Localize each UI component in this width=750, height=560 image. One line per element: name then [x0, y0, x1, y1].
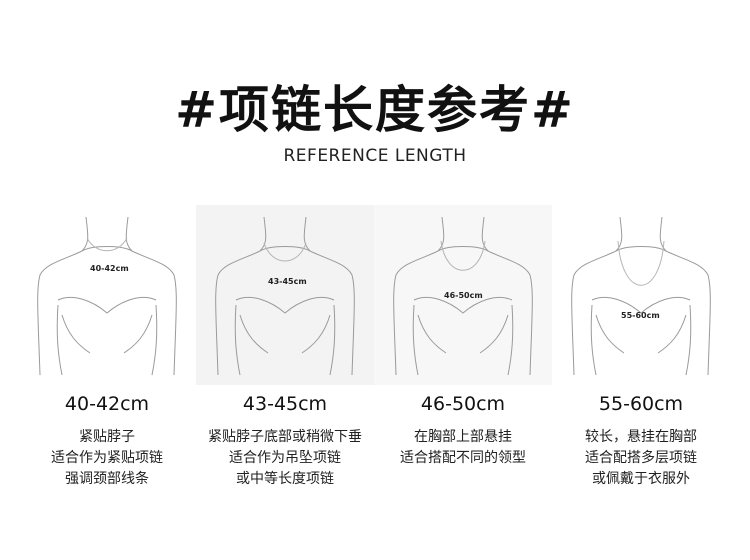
- description-line: 或中等长度项链: [236, 471, 334, 487]
- size-description: 在胸部上部悬挂 适合搭配不同的领型: [366, 427, 560, 469]
- size-heading: 43-45cm: [242, 393, 328, 415]
- length-option-40-42: 40-42cm 40-42cm 紧贴脖子 适合作为紧贴项链 强调颈部线条: [18, 205, 196, 545]
- description-line: 适合作为吊坠项链: [229, 450, 341, 466]
- size-heading: 46-50cm: [420, 393, 506, 415]
- length-label: 43-45cm: [268, 277, 307, 286]
- length-label: 46-50cm: [444, 291, 483, 300]
- description-line: 或佩戴于衣服外: [592, 471, 690, 487]
- torso-outline-icon: [571, 216, 711, 376]
- torso-illustration: 40-42cm: [18, 205, 196, 385]
- length-option-46-50: 46-50cm 46-50cm 在胸部上部悬挂 适合搭配不同的领型: [374, 205, 552, 545]
- torso-outline-icon: [215, 216, 355, 376]
- torso-outline-icon: [374, 205, 552, 385]
- description-line: 强调颈部线条: [65, 471, 149, 487]
- length-label: 55-60cm: [621, 311, 660, 320]
- page-subtitle: REFERENCE LENGTH: [283, 146, 467, 166]
- description-line: 适合作为紧贴项链: [51, 450, 163, 466]
- size-heading: 55-60cm: [598, 393, 684, 415]
- torso-illustration: 46-50cm: [374, 205, 552, 385]
- length-label: 40-42cm: [90, 264, 129, 273]
- length-option-55-60: 55-60cm 55-60cm 较长，悬挂在胸部 适合配搭多层项链 或佩戴于衣服…: [552, 205, 730, 545]
- description-line: 紧贴脖子: [79, 429, 135, 445]
- description-line: 较长，悬挂在胸部: [585, 429, 697, 445]
- torso-illustration: 55-60cm: [552, 205, 730, 385]
- description-line: 适合搭配不同的领型: [400, 450, 526, 466]
- torso-illustration: 43-45cm: [196, 205, 374, 385]
- description-line: 紧贴脖子底部或稍微下垂: [208, 429, 362, 445]
- description-line: 在胸部上部悬挂: [414, 429, 512, 445]
- page-title: #项链长度参考#: [175, 81, 575, 139]
- size-description: 紧贴脖子 适合作为紧贴项链 强调颈部线条: [10, 427, 204, 490]
- size-description: 较长，悬挂在胸部 适合配搭多层项链 或佩戴于衣服外: [544, 427, 738, 490]
- size-heading: 40-42cm: [64, 393, 150, 415]
- length-option-43-45: 43-45cm 43-45cm 紧贴脖子底部或稍微下垂 适合作为吊坠项链 或中等…: [196, 205, 374, 545]
- size-description: 紧贴脖子底部或稍微下垂 适合作为吊坠项链 或中等长度项链: [188, 427, 382, 490]
- torso-outline-icon: [37, 216, 177, 376]
- description-line: 适合配搭多层项链: [585, 450, 697, 466]
